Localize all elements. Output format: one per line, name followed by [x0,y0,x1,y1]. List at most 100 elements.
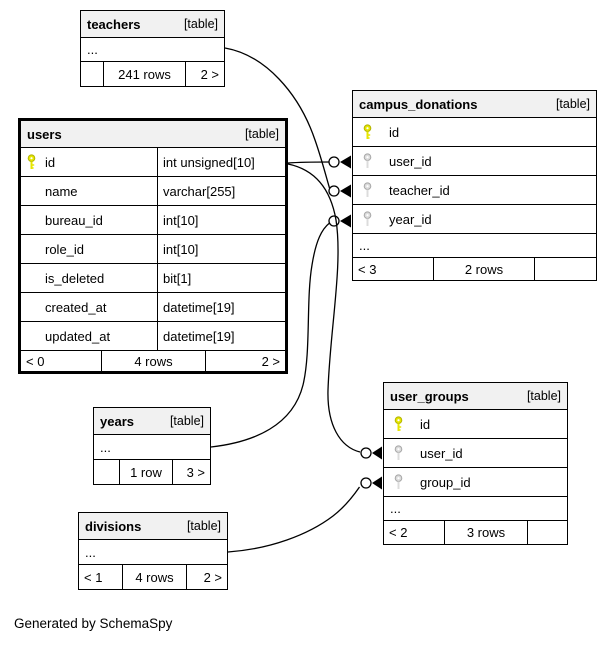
footer-parents [81,62,103,86]
primary-key-icon [394,416,420,432]
column-type: int[10] [163,241,199,257]
column-name: teacher_id [389,182,450,198]
relationship-divisions-to-user-groups-group-id [227,476,382,553]
table-teachers: teachers [table] ... 241 rows 2 > [80,10,225,87]
column-name: name [45,183,78,199]
column-name: user_id [420,445,463,461]
collapsed-columns-row: ... [94,434,210,459]
crowfoot-arrow-icon [340,155,351,169]
footer-parents: < 1 [84,569,103,585]
footer-rowcount: 2 rows [433,258,534,280]
footer-children [527,521,567,544]
table-row: bureau_id int[10] [21,205,285,234]
table-tag: [table] [186,519,221,533]
ellipsis-text: ... [87,42,98,57]
footer-rowcount: 3 rows [444,521,527,544]
collapsed-columns-row: ... [81,37,224,61]
column-type: varchar[255] [163,183,236,199]
footer-children: 2 > [185,62,224,86]
table-footer: < 0 4 rows 2 > [21,350,285,371]
column-name: id [45,154,56,170]
table-footer: 241 rows 2 > [81,61,224,86]
table-row: created_at datetime[19] [21,292,285,321]
table-row: is_deleted bit[1] [21,263,285,292]
column-type: datetime[19] [163,299,235,315]
column-name: role_id [45,241,85,257]
collapsed-columns-row: ... [384,496,567,520]
column-name: group_id [420,474,471,490]
footer-rowcount: 4 rows [101,351,205,371]
crowfoot-arrow-icon [372,476,382,490]
column-name: id [420,416,431,432]
foreign-key-icon [363,153,389,169]
table-user-groups: user_groups [table] id [383,382,568,545]
primary-key-icon [27,154,45,170]
ellipsis-text: ... [390,501,401,516]
table-title: divisions [85,518,142,534]
table-row: id [384,409,567,438]
table-row: group_id [384,467,567,496]
table-row: id int unsigned[10] [21,147,285,176]
relationship-users-id-to-campus-donations-user-id [287,155,351,169]
table-tag: [table] [183,17,218,31]
table-user-groups-header[interactable]: user_groups [table] [384,383,567,409]
column-type: bit[1] [163,270,192,286]
foreign-key-icon [394,474,420,490]
ellipsis-text: ... [85,544,96,560]
table-footer: < 1 4 rows 2 > [79,564,227,589]
table-campus-donations: campus_donations [table] id [352,90,597,281]
table-campus-donations-header[interactable]: campus_donations [table] [353,91,596,117]
table-tag: [table] [526,389,561,403]
table-tag: [table] [169,414,204,428]
table-teachers-header[interactable]: teachers [table] [81,11,224,37]
table-years-header[interactable]: years [table] [94,408,210,434]
table-users: users [table] id int unsigned[10] [18,118,288,374]
generated-by-note: Generated by SchemaSpy [14,616,173,631]
table-row: id [353,117,596,146]
table-row: user_id [384,438,567,467]
table-title: campus_donations [359,96,478,112]
column-type: int[10] [163,212,199,228]
crowfoot-arrow-icon [340,184,351,198]
crowfoot-arrow-icon [372,446,382,460]
primary-key-icon [363,124,389,140]
ellipsis-text: ... [359,238,370,253]
table-users-header[interactable]: users [table] [21,121,285,147]
table-title: years [100,413,134,429]
footer-rowcount: 4 rows [122,565,186,589]
table-years: years [table] ... 1 row 3 > [93,407,211,485]
footer-children: 2 > [205,351,285,371]
table-row: updated_at datetime[19] [21,321,285,350]
footer-parents: < 3 [358,261,377,277]
collapsed-columns-row: ... [79,539,227,564]
column-name: is_deleted [45,270,105,286]
footer-rowcount: 1 row [119,460,172,484]
column-type: datetime[19] [163,328,235,344]
footer-children: 3 > [172,460,210,484]
table-tag: [table] [555,97,590,111]
foreign-key-icon [363,182,389,198]
column-type: int unsigned[10] [163,154,255,170]
footer-children [534,258,596,280]
column-name: updated_at [45,328,111,344]
table-row: user_id [353,146,596,175]
table-title: user_groups [390,388,469,404]
table-divisions-header[interactable]: divisions [table] [79,513,227,539]
footer-parents: < 0 [26,353,45,369]
footer-parents: < 2 [389,525,408,540]
footer-rowcount: 241 rows [103,62,185,86]
column-name: id [389,124,400,140]
table-title: teachers [87,16,141,32]
column-name: user_id [389,153,432,169]
column-name: bureau_id [45,212,103,228]
table-footer: < 2 3 rows [384,520,567,544]
table-title: users [27,126,62,142]
column-name: created_at [45,299,107,315]
table-footer: < 3 2 rows [353,257,596,280]
foreign-key-icon [363,211,389,227]
footer-parents [94,460,119,484]
foreign-key-icon [394,445,420,461]
collapsed-columns-row: ... [353,233,596,257]
ellipsis-text: ... [100,439,111,455]
